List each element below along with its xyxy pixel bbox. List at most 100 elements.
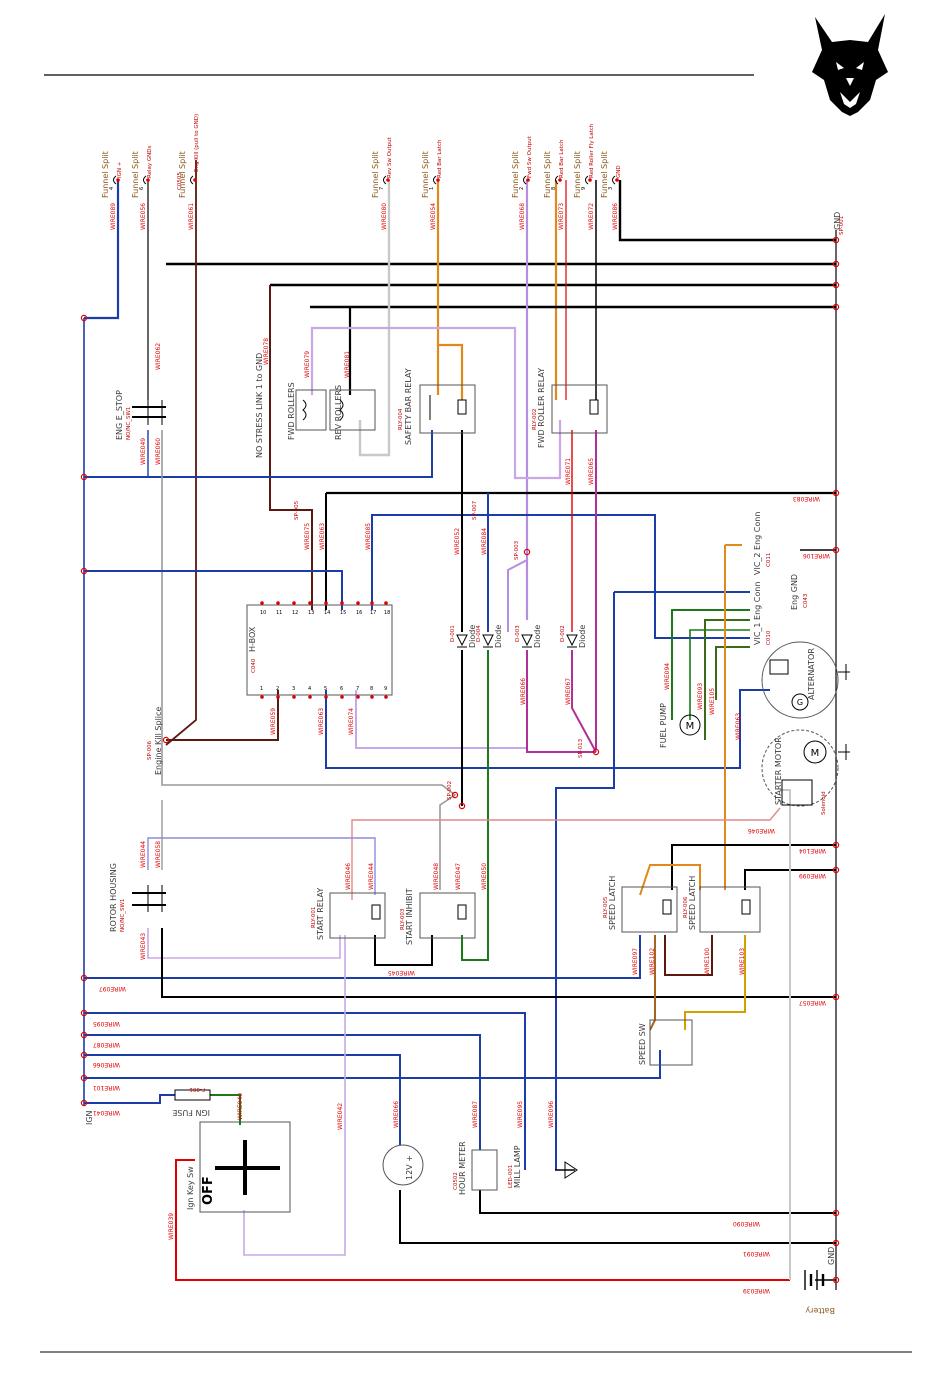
hbox-pin-dot xyxy=(370,601,374,605)
wire-label: WIRE058 xyxy=(155,841,162,868)
wire-label: WIRE091 xyxy=(743,1250,770,1257)
connector-pin-label: Rev Sw Output xyxy=(387,136,393,178)
connector-title: Funnel Split xyxy=(511,151,520,198)
connector-symbol xyxy=(113,175,117,185)
connector-symbol xyxy=(523,175,527,185)
junction-node xyxy=(80,1099,88,1107)
wire-label: WIRE103 xyxy=(739,948,746,975)
hbox-pin-number: 3 xyxy=(292,686,295,692)
mill-lamp-code: LED-001 xyxy=(508,1165,514,1188)
junction-node xyxy=(832,1209,840,1217)
wire-label: WIRE054 xyxy=(430,203,437,230)
fwd-rollers-label: FWD ROLLERS xyxy=(287,382,296,440)
connector-pin-number: 4 xyxy=(109,187,115,190)
junction-node xyxy=(832,546,840,554)
wire-label: WIRE080 xyxy=(381,203,388,230)
connector-title: Funnel Split xyxy=(178,151,187,198)
connector-title: Funnel Split xyxy=(371,151,380,198)
wire-label: WIRE086 xyxy=(612,203,619,230)
wire-label: WIRE106 xyxy=(803,552,830,559)
connector-pin-label: Eng Kill (pull to GND) xyxy=(194,114,200,172)
voltmeter-circle xyxy=(382,1144,424,1186)
hbox-pin-dot xyxy=(292,695,296,699)
hbox-pin-dot xyxy=(276,601,280,605)
fwd-roller-relay-box xyxy=(551,384,608,434)
junction-node xyxy=(832,1276,840,1284)
diode-code: D-003 xyxy=(515,625,521,642)
connector-pin-dot xyxy=(558,178,562,182)
wire-label: WIRE089 xyxy=(110,203,117,230)
connector-title: Funnel Split xyxy=(543,151,552,198)
connector-pin-dot xyxy=(146,178,150,182)
hbox-pin-number: 1 xyxy=(260,686,263,692)
mill-lamp-label: MILL LAMP xyxy=(513,1145,522,1188)
junction-node xyxy=(80,1051,88,1059)
starter-motor-circle xyxy=(761,729,839,807)
junction-node xyxy=(592,748,600,756)
connector-title: Funnel Split xyxy=(600,151,609,198)
junction-node xyxy=(458,802,466,810)
svg-text:G: G xyxy=(797,698,803,707)
eng-estop-code: NO/NC_SW1 xyxy=(126,407,132,440)
speed-sw-box xyxy=(649,1019,693,1066)
diode-code: D-004 xyxy=(476,625,482,642)
wire-label: WIRE096 xyxy=(548,1101,555,1128)
hbox-pin-number: 17 xyxy=(370,610,376,616)
hbox-pin-dot xyxy=(308,601,312,605)
wire-label: WIRE044 xyxy=(140,841,147,868)
mill-lamp-led xyxy=(564,1161,578,1179)
wire-label: WIRE043 xyxy=(140,933,147,960)
wire-label: WIRE067 xyxy=(565,678,572,705)
splice-label: SP-005 xyxy=(294,500,300,520)
wire-label: WIRE099 xyxy=(799,872,826,879)
start-relay-box xyxy=(329,892,386,939)
hbox-pin-number: 7 xyxy=(356,686,359,692)
wire-label: WIRE050 xyxy=(481,863,488,890)
rotor-housing-code: NO/NC_SW1 xyxy=(120,899,126,932)
off-label: OFF xyxy=(201,1176,216,1205)
wire-label: WIRE040 xyxy=(237,1093,244,1120)
fuel-pump-label: FUEL PUMP xyxy=(659,703,668,748)
connector-symbol xyxy=(612,175,616,185)
wire-label: WIRE084 xyxy=(481,528,488,555)
junction-node xyxy=(832,281,840,289)
hbox-pin-number: 16 xyxy=(356,610,362,616)
hbox-code: C040 xyxy=(251,658,257,673)
speed-latch-2-code: RLY-006 xyxy=(683,896,689,918)
hbox-pin-dot xyxy=(384,601,388,605)
connector-pin-label: Red Bar Latch xyxy=(437,139,443,178)
wire-label: WIRE039 xyxy=(168,1213,175,1240)
connector-code: C0505 xyxy=(177,172,183,190)
junction-node xyxy=(80,974,88,982)
hbox-pin-number: 11 xyxy=(276,610,282,616)
junction-node xyxy=(832,841,840,849)
wire-label: WIRE066 xyxy=(393,1101,400,1128)
hbox-pin-number: 12 xyxy=(292,610,298,616)
connector-pin-number: 6 xyxy=(139,187,145,190)
wire-label: WIRE060 xyxy=(155,438,162,465)
hbox-pin-number: 15 xyxy=(340,610,346,616)
hbox-pin-dot xyxy=(308,695,312,699)
vic1-label: VIC_1 Eng Conn xyxy=(753,582,762,645)
connector-pin-number: 8 xyxy=(551,187,557,190)
fuel-pump-motor xyxy=(679,714,701,736)
speed-latch-1-code: RLY-005 xyxy=(603,896,609,918)
connector-pin-number: 9 xyxy=(581,187,587,190)
wire-label: WIRE101 xyxy=(93,1084,120,1091)
rotor-housing-switch xyxy=(132,885,166,912)
connector-pin-number: 1 xyxy=(429,187,435,190)
ign-label: IGN xyxy=(85,1110,94,1125)
connector-pin-label: GND xyxy=(616,165,622,178)
junction-node xyxy=(80,567,88,575)
wire-label: WIRE066 xyxy=(93,1061,120,1068)
junction-node xyxy=(80,473,88,481)
eng-gnd-code: C043 xyxy=(803,593,809,608)
battery-symbol xyxy=(804,1270,825,1290)
wire-label: WIRE046 xyxy=(748,827,775,834)
connector-symbol xyxy=(383,175,387,185)
